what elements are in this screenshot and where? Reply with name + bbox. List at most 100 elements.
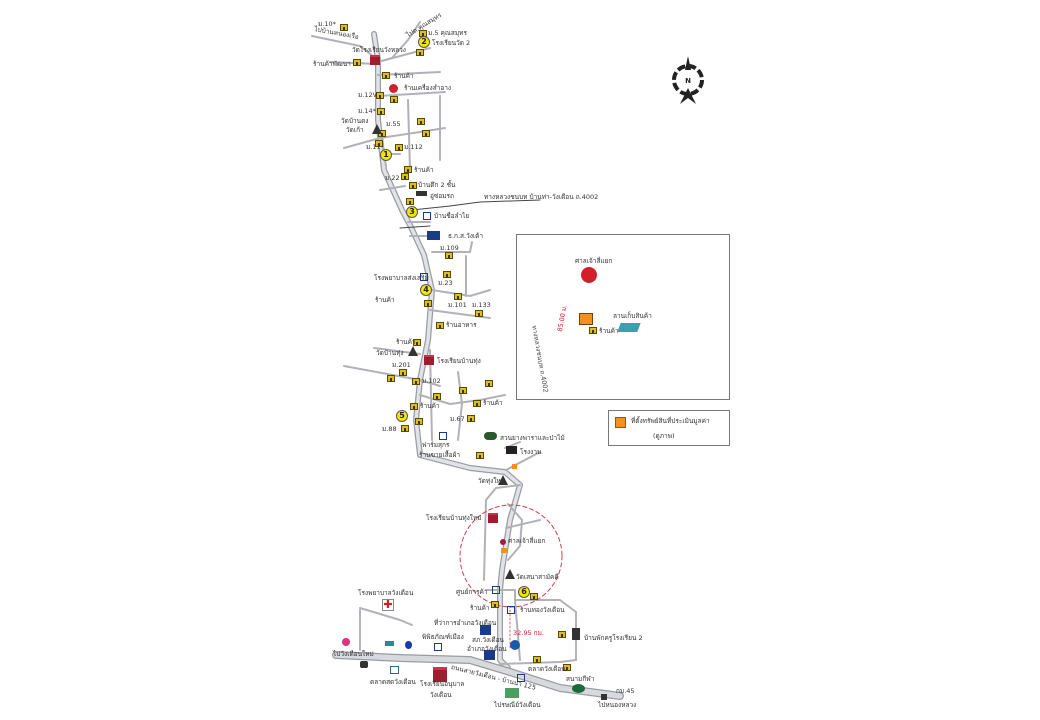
place-label: พิพิธภัณฑ์เมือง [422, 633, 464, 641]
place-label: บ้านชื่อลำไย [434, 212, 470, 220]
inset-shop-label: ร้านค้า [599, 327, 619, 335]
place-label: ไปวังเดือนใหม่ [333, 650, 374, 658]
legend: ที่ตั้งทรัพย์สินที่ประเมินมูลค่า (ดูภาพ) [608, 410, 730, 446]
place-label: โรงเรียนวัด 2 [432, 39, 471, 47]
gas-station-icon [512, 464, 517, 469]
house-icon [433, 393, 441, 400]
post-office-icon [505, 688, 519, 698]
shop-icon [517, 674, 525, 682]
place-label: ทางหลวงชนบท บ้านท่า-วังเดือน ถ.4002 [484, 193, 599, 201]
gas-station-icon [405, 641, 412, 649]
house-icon [459, 387, 467, 394]
place-label: ธ.ก.ส.วังเต้า [448, 232, 483, 240]
place-label: ม.55 [386, 120, 401, 128]
forest-icon [484, 432, 497, 440]
house-icon [491, 601, 499, 608]
place-label: ม.12V [358, 91, 378, 99]
place-label: วัดบ้านทุ่ง [376, 349, 404, 357]
house-icon [353, 59, 361, 66]
place-label: ร้านทองวังเดือน [520, 606, 565, 614]
place-label: โรงพยาบาลส่งเสริม [374, 274, 429, 282]
apartment-icon [572, 628, 580, 640]
house-icon [476, 452, 484, 459]
place-label: ม.201 [392, 361, 411, 369]
number-marker-4: 4 [420, 284, 432, 296]
place-label: ร้านค้า [414, 166, 434, 174]
place-label: โรงเรียนบ้านทุ่ง [437, 357, 481, 365]
house-icon [416, 49, 424, 56]
house-icon [485, 380, 493, 387]
house-icon [436, 322, 444, 329]
temple-icon [372, 124, 382, 134]
house-icon [377, 108, 385, 115]
pharmacy-icon [342, 638, 350, 646]
place-label: ร้านค้า [375, 296, 395, 304]
store-icon [385, 641, 394, 646]
warehouse-icon [617, 323, 641, 332]
place-label: สภ.วังเดือน [472, 636, 504, 644]
place-label: ม.109 [440, 244, 459, 252]
house-icon [415, 418, 423, 425]
house-icon [409, 182, 417, 189]
inset-map: ศาลเจ้าสี่แยก ทางหลวงชนบท ถ.4002 ร้านค้า… [516, 234, 730, 400]
inset-distance-label: 85.00 ม. [556, 304, 569, 333]
place-label: โรงพยาบาลวังเดือน [358, 589, 414, 597]
place-label: วัดทุ่งใหม่ [478, 477, 506, 485]
place-label: ร้านค้า [483, 399, 503, 407]
number-marker-1: 1 [380, 149, 392, 161]
house-icon [417, 118, 425, 125]
place-label: สนามกีฬา [566, 675, 595, 683]
house-icon [467, 415, 475, 422]
house-icon [422, 130, 430, 137]
house-icon [390, 96, 398, 103]
place-label: วัดเก้า [346, 126, 364, 134]
place-label: โรงเรียนอนุบาล [420, 680, 465, 688]
bank-icon [427, 231, 440, 240]
place-label: ไปรษณีย์วังเดือน [494, 701, 541, 709]
house-icon [404, 166, 412, 173]
place-label: ม.10* [318, 20, 336, 28]
place-label: อู่ซ่อมรถ [430, 192, 454, 200]
distance-label: 32.95 กม. [513, 629, 544, 637]
house-icon [406, 198, 414, 205]
place-label: ม.22 [385, 174, 400, 182]
place-label: ม.88 [382, 425, 397, 433]
house-icon [410, 403, 418, 410]
place-label: ฟาร์มสุกร [422, 441, 450, 449]
place-label: ร้านค้า [420, 402, 440, 410]
place-label: โรงงาน [520, 448, 542, 456]
north-label: N [685, 77, 691, 85]
house-icon [473, 400, 481, 407]
place-label: วังเดือน [430, 691, 452, 699]
place-label: ม.14* [358, 107, 376, 115]
place-label: ม.67 [450, 415, 465, 423]
house-icon [401, 173, 409, 180]
place-label: ม.133 [472, 301, 491, 309]
shop-icon [507, 606, 515, 614]
police-icon [484, 650, 495, 660]
shop-icon [434, 643, 442, 651]
place-label: ร้านค้าพัฒนา [313, 60, 351, 68]
place-label: บ้านตึก 2 ชั้น [418, 181, 456, 189]
place-label: ม.5 คุณสมุทร [428, 29, 467, 37]
legend-line1: ที่ตั้งทรัพย์สินที่ประเมินมูลค่า [631, 417, 710, 425]
place-label: อำเภอวังเดือน [467, 645, 507, 653]
radius-circle [459, 504, 563, 608]
shrine-icon [581, 267, 597, 283]
inset-top-label: ศาลเจ้าสี่แยก [575, 257, 613, 265]
place-label: ม.101 [448, 301, 467, 309]
place-label: ศาลเจ้าสี่แยก [508, 537, 546, 545]
north-arrow-icon: N [672, 56, 704, 104]
hospital-icon: ✚ [382, 598, 394, 611]
school-icon [433, 667, 447, 682]
place-label: โรงเรียนบ้านทุ่งใหม่ [426, 514, 482, 522]
place-label: วัดโรงเรียนวังหลวง [352, 46, 406, 54]
rural-road-4002 [411, 199, 541, 211]
legend-line2: (ดูภาพ) [653, 432, 675, 440]
place-label: ร้านเครื่องสำอาง [404, 84, 452, 92]
place-label: ตลาดวังเดือน [528, 665, 566, 673]
place-label: ร้านขายเสื้อผ้า [419, 451, 461, 459]
temple-icon [498, 475, 508, 485]
place-label: วัดเสนาสามัคคี [516, 573, 559, 581]
school-icon [488, 513, 498, 523]
